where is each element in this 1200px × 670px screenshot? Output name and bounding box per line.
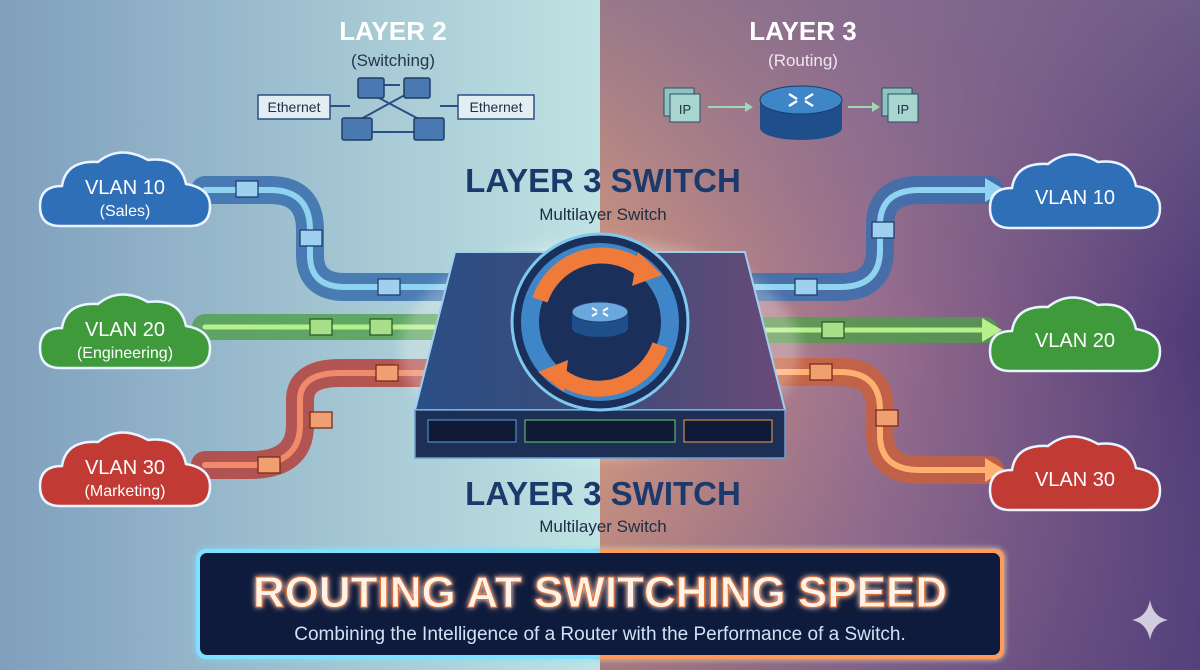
vlan-name: VLAN 20 <box>85 319 165 341</box>
router-icon <box>759 85 843 140</box>
layer3-title: LAYER 3 <box>749 16 856 46</box>
ethernet-right-text: Ethernet <box>470 99 523 115</box>
banner: ROUTING AT SWITCHING SPEED Combining the… <box>196 549 1004 659</box>
cloud-shape <box>988 153 1162 230</box>
vlan-name: VLAN 30 <box>1035 469 1115 491</box>
cloud-shape <box>38 293 212 370</box>
vlan-cloud-right: VLAN 30 <box>988 435 1162 512</box>
switch-subtitle-top: Multilayer Switch <box>539 205 667 224</box>
switch-title-top: LAYER 3 SWITCH <box>465 162 741 199</box>
vlan-name: VLAN 20 <box>1035 330 1115 352</box>
vlan-name: VLAN 10 <box>85 177 165 199</box>
vlan-cloud-left: VLAN 30 (Marketing) <box>38 431 212 508</box>
switch-ports <box>427 419 773 443</box>
switch-title-bottom: LAYER 3 SWITCH <box>465 475 741 512</box>
banner-subtitle: Combining the Intelligence of a Router w… <box>294 624 906 645</box>
vlan-name: VLAN 10 <box>1035 187 1115 209</box>
ip-packet-left-icon: IP <box>663 87 701 123</box>
layer3-switch-device <box>400 232 800 460</box>
ethernet-label-right <box>457 94 535 120</box>
vlan-name: VLAN 30 <box>85 457 165 479</box>
ip-right-text: IP <box>897 102 909 117</box>
layer3-subtitle: (Routing) <box>768 51 838 70</box>
switch-subtitle-bottom: Multilayer Switch <box>539 517 667 536</box>
layer2-subtitle: (Switching) <box>351 51 435 70</box>
router-core-icon <box>571 301 629 337</box>
cycle-arrow-orange-bottom <box>555 342 668 397</box>
vlan-department: (Engineering) <box>77 345 173 362</box>
vlan-cloud-right: VLAN 20 <box>988 296 1162 373</box>
cloud-shape <box>38 151 212 228</box>
ethernet-label-left <box>257 94 331 120</box>
vlan-cloud-right: VLAN 10 <box>988 153 1162 230</box>
sparkle-icon <box>1132 600 1168 640</box>
ip-left-text: IP <box>679 102 691 117</box>
cloud-shape <box>988 435 1162 512</box>
layer2-title: LAYER 2 <box>339 16 446 46</box>
cycle-arrow-orange-top <box>532 247 645 303</box>
cloud-shape <box>988 296 1162 373</box>
cloud-shape <box>38 431 212 508</box>
banner-title: ROUTING AT SWITCHING SPEED <box>253 568 947 617</box>
vlan-department: (Sales) <box>100 203 151 220</box>
ip-packet-right-icon: IP <box>881 87 919 123</box>
vlan-department: (Marketing) <box>85 483 166 500</box>
vlan-cloud-left: VLAN 20 (Engineering) <box>38 293 212 370</box>
ethernet-left-text: Ethernet <box>268 99 321 115</box>
vlan-cloud-left: VLAN 10 (Sales) <box>38 151 212 228</box>
